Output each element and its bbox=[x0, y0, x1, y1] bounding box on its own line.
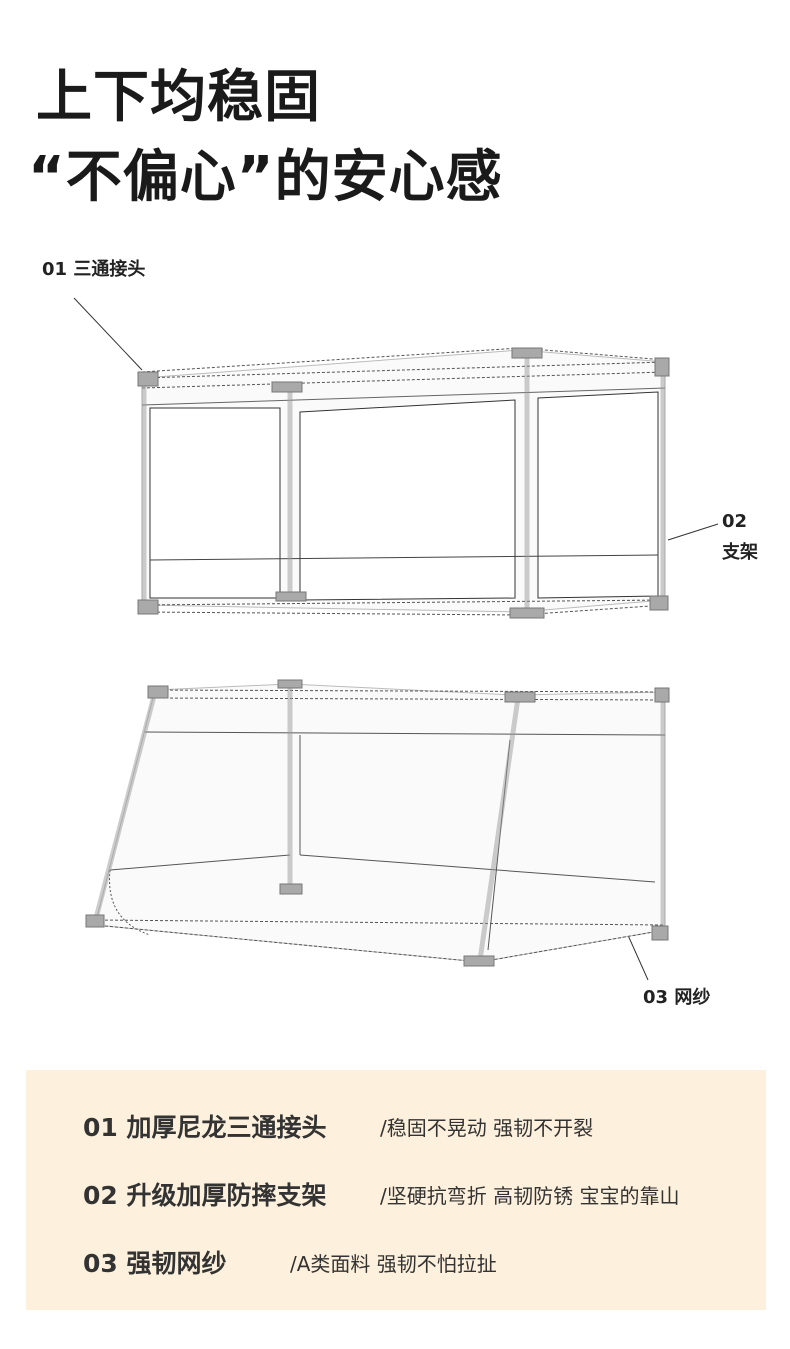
feature-title: 02 升级加厚防摔支架 bbox=[83, 1181, 327, 1210]
feature-desc: /坚硬抗弯折 高韧防锈 宝宝的靠山 bbox=[380, 1184, 680, 1208]
features-panel: 01 加厚尼龙三通接头 /稳固不晃动 强韧不开裂 02 升级加厚防摔支架 /坚硬… bbox=[26, 1070, 766, 1310]
headline-line-1: 上下均稳固 bbox=[36, 65, 321, 130]
frame-leader-line bbox=[667, 523, 719, 541]
callout-mesh: 03 网纱 bbox=[643, 987, 711, 1008]
headline-line-2: “不偏心”的安心感 bbox=[28, 145, 503, 210]
feature-desc: /A类面料 强韧不怕拉扯 bbox=[290, 1252, 497, 1276]
feature-item: 02 升级加厚防摔支架 /坚硬抗弯折 高韧防锈 宝宝的靠山 bbox=[83, 1176, 679, 1212]
t-joint-icon bbox=[137, 371, 159, 387]
callout-joint: 01 三通接头 bbox=[42, 259, 146, 280]
joint-leader-line bbox=[73, 297, 143, 371]
upper-tent bbox=[137, 347, 670, 619]
feature-title: 01 加厚尼龙三通接头 bbox=[83, 1113, 327, 1142]
feature-item: 01 加厚尼龙三通接头 /稳固不晃动 强韧不开裂 bbox=[83, 1108, 593, 1144]
callout-frame-number: 02 bbox=[722, 511, 748, 532]
tent-frame-diagram bbox=[73, 297, 719, 981]
callout-frame-label: 支架 bbox=[722, 542, 758, 563]
feature-desc: /稳固不晃动 强韧不开裂 bbox=[380, 1116, 594, 1140]
feature-title: 03 强韧网纱 bbox=[83, 1249, 227, 1278]
feature-item: 03 强韧网纱 /A类面料 强韧不怕拉扯 bbox=[83, 1244, 497, 1280]
lower-tent bbox=[85, 679, 670, 967]
